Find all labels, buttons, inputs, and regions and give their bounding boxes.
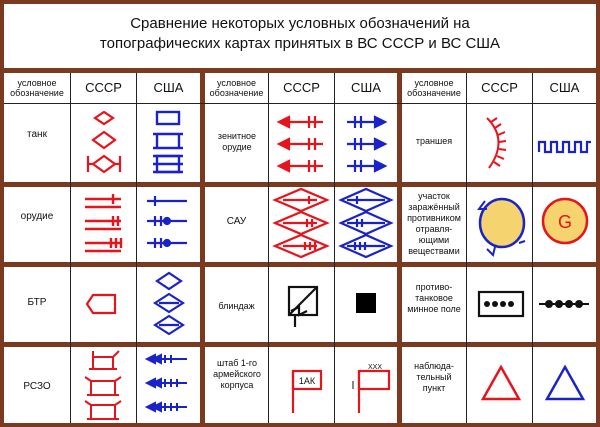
minefield-ussr-icon xyxy=(477,290,525,318)
header-usa-2: США xyxy=(351,80,381,95)
row-divider-2 xyxy=(4,262,596,267)
page-title: Сравнение некоторых условных обозначений… xyxy=(4,4,596,70)
col-line xyxy=(466,73,467,423)
section-divider-2 xyxy=(397,70,402,423)
tank-ussr-icon xyxy=(86,110,122,174)
header-symbol-1: условное обозначение xyxy=(10,78,64,98)
col-line xyxy=(334,73,335,423)
col-line xyxy=(532,73,533,423)
contaminated-ussr-icon xyxy=(477,197,526,257)
col-line xyxy=(70,73,71,423)
contaminated-usa-icon: G xyxy=(541,197,589,245)
hq-ussr-label: 1АК xyxy=(299,376,316,386)
label-trench: траншея xyxy=(415,136,453,146)
header-usa-3: США xyxy=(549,80,580,95)
trench-ussr-icon xyxy=(486,117,507,169)
observation-post-ussr-icon xyxy=(480,364,522,401)
col-line xyxy=(268,73,269,423)
dugout-ussr-icon xyxy=(287,285,319,327)
title-line-2: топографических картах принятых в ВС ССС… xyxy=(99,35,501,52)
label-tank: танк xyxy=(27,129,47,140)
observation-post-usa-icon xyxy=(544,364,586,401)
gun-ussr-icon xyxy=(85,194,123,253)
spg-usa-icon xyxy=(338,187,394,259)
row-divider-1 xyxy=(4,182,596,187)
hq-usa-label: XXX xyxy=(368,364,382,371)
label-minefield: противо-танковое минное поле xyxy=(407,282,461,314)
hq-ussr-icon: 1АК xyxy=(291,369,323,413)
section-divider-1 xyxy=(200,70,205,423)
header-ussr-2: СССР xyxy=(283,80,320,95)
header-usa-1: США xyxy=(153,80,184,95)
trench-usa-icon xyxy=(537,140,591,154)
dugout-usa-icon xyxy=(356,293,376,313)
spg-ussr-icon xyxy=(272,187,330,259)
title-line-1: Сравнение некоторых условных обозначений… xyxy=(130,15,470,32)
header-symbol-2: условное обозначение xyxy=(209,78,264,98)
label-contaminated: участок заражённый противником отравля-ю… xyxy=(407,191,461,256)
gun-usa-icon xyxy=(147,196,187,248)
minefield-usa-icon xyxy=(539,300,589,308)
tank-usa-icon xyxy=(153,110,183,174)
aa-gun-usa-icon xyxy=(347,115,388,173)
row-divider-3 xyxy=(4,342,596,347)
label-hq: штаб 1-го армейского корпуса xyxy=(213,358,261,390)
g-mark: G xyxy=(558,212,572,232)
aa-gun-ussr-icon xyxy=(276,115,323,173)
apc-ussr-icon xyxy=(85,293,117,315)
divider-title xyxy=(4,68,596,73)
header-underline xyxy=(4,103,596,104)
header-ussr-3: СССР xyxy=(481,80,518,95)
label-aa-gun: зенитное орудие xyxy=(217,131,257,152)
header-ussr-1: СССР xyxy=(85,80,122,95)
mrls-usa-icon xyxy=(144,353,187,413)
col-line xyxy=(136,73,137,423)
label-spg: САУ xyxy=(226,216,247,227)
header-symbol-3: условное обозначение xyxy=(407,78,461,98)
label-mrls: РСЗО xyxy=(23,381,51,392)
label-dugout: блиндаж xyxy=(218,301,255,311)
hq-usa-icon: XXX xyxy=(352,364,391,413)
mrls-ussr-icon xyxy=(84,350,122,420)
apc-usa-icon xyxy=(152,271,186,336)
label-apc: БТР xyxy=(27,297,47,308)
label-gun: орудие xyxy=(20,211,54,222)
chart-frame: Сравнение некоторых условных обозначений… xyxy=(4,4,596,423)
label-observation-post: наблюда-тельный пункт xyxy=(414,361,454,393)
